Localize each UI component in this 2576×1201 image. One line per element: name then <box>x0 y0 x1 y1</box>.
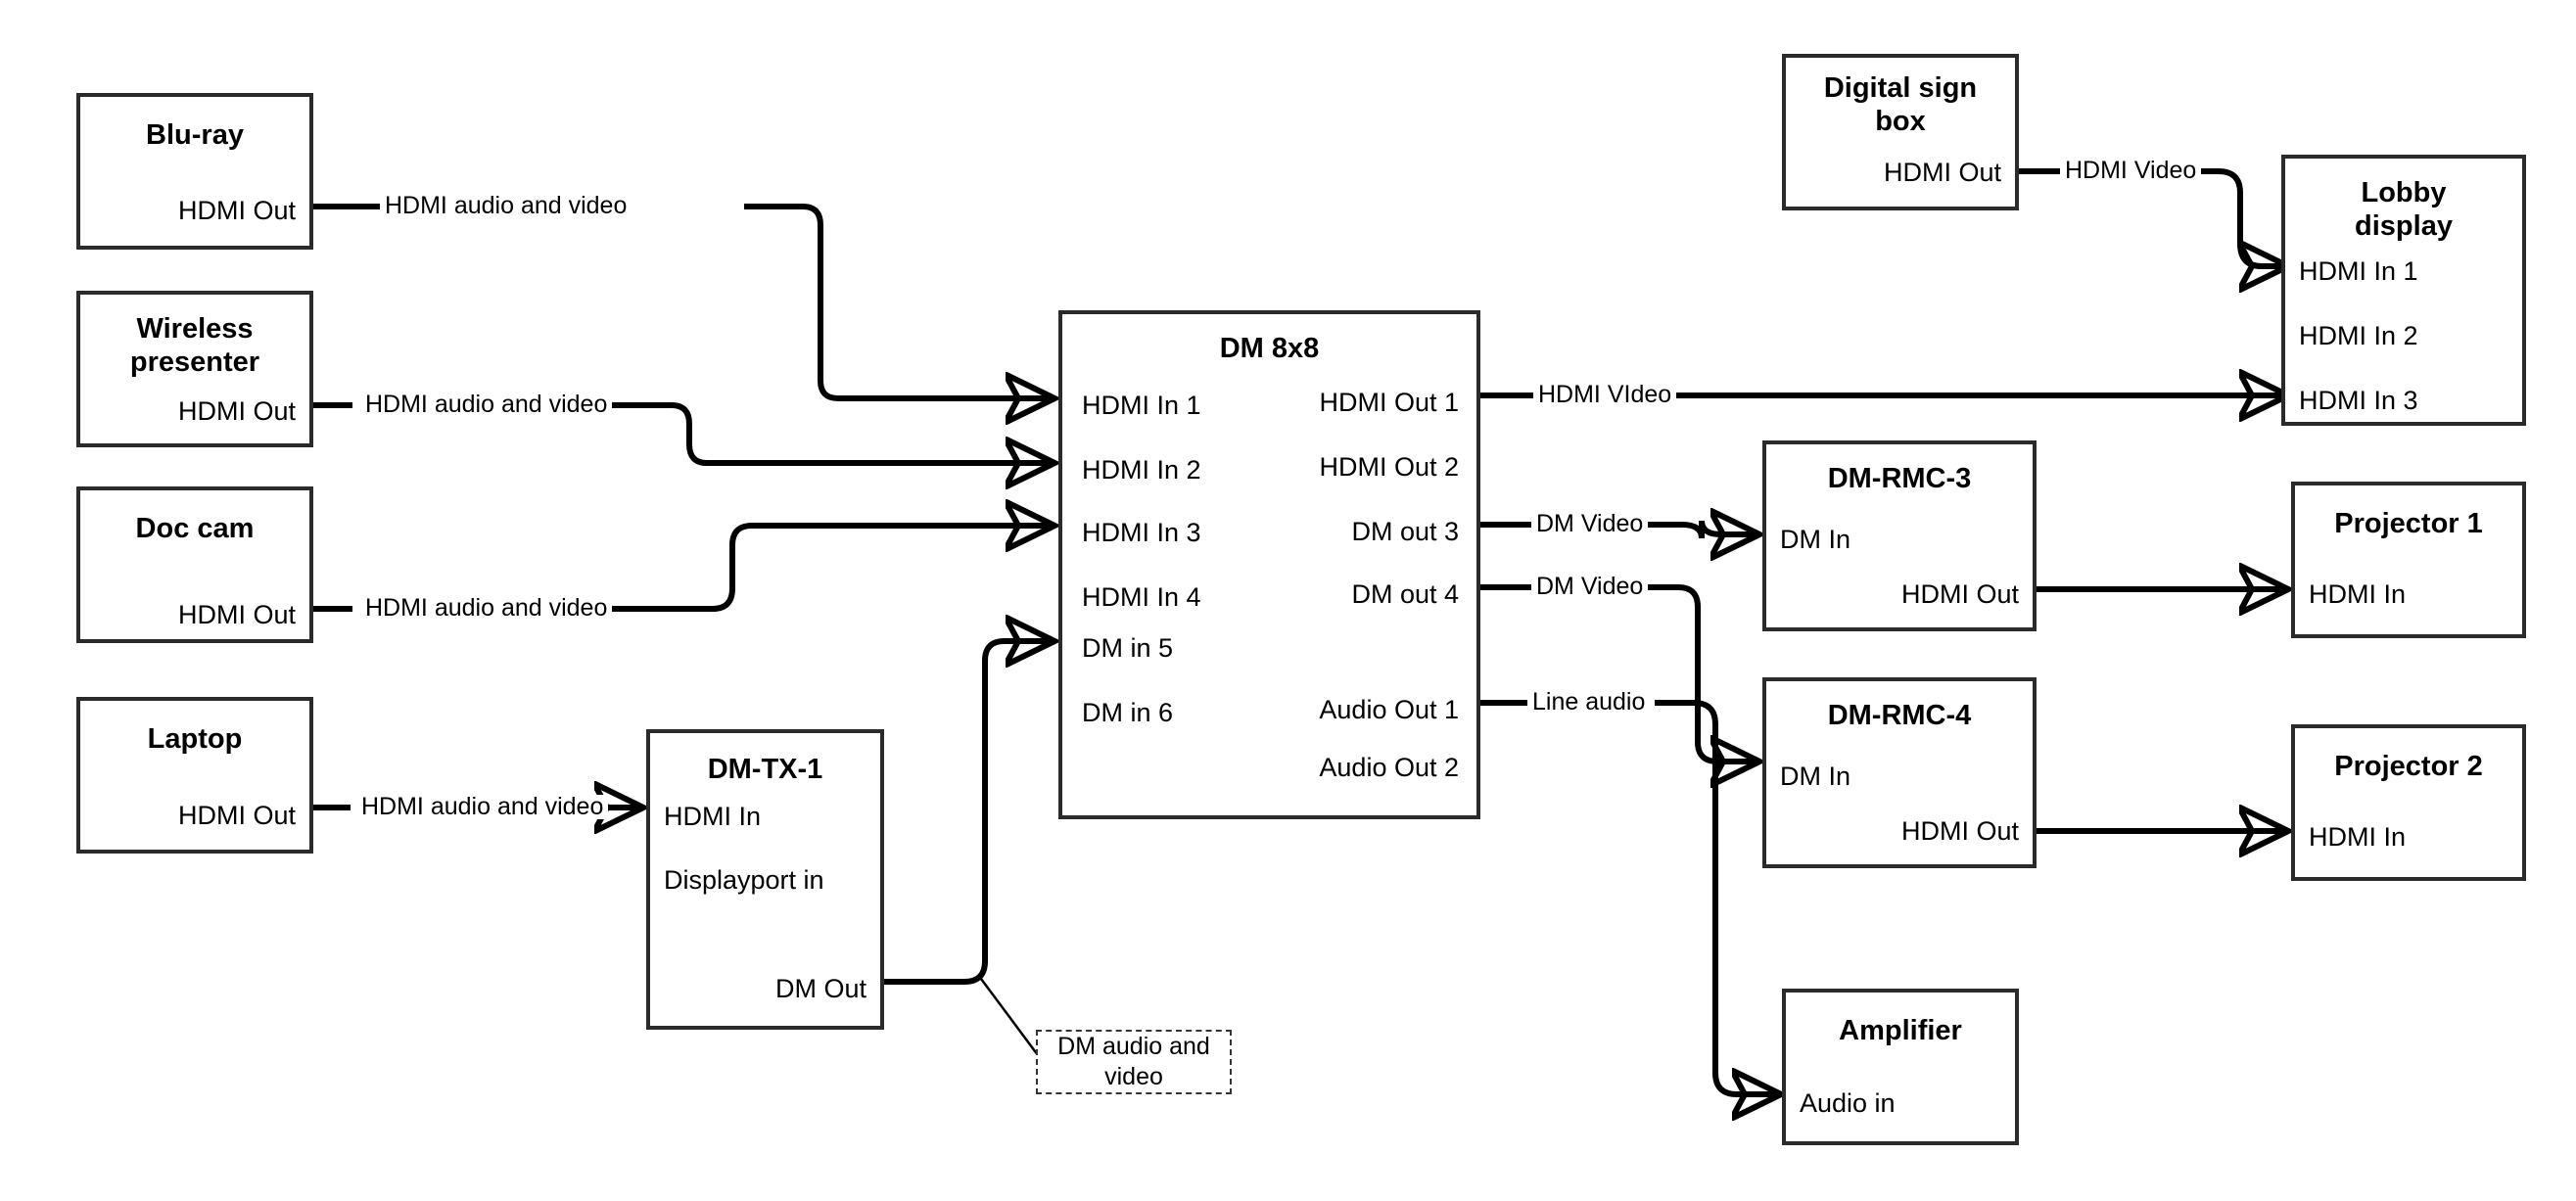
projector-1-hdmi-in-port: HDMI In <box>2309 579 2407 609</box>
projector-1-title: Projector 1 <box>2334 508 2483 539</box>
lobby-display-hdmi-in-2: HDMI In 2 <box>2299 321 2418 350</box>
dm-8x8-output-audio-out-2: Audio Out 2 <box>1319 753 1459 782</box>
doc-cam-hdmi-out-port: HDMI Out <box>177 600 296 629</box>
device-projector-2[interactable]: Projector 2 HDMI In <box>2291 724 2526 881</box>
dm-tx-1-displayport-in-port: Displayport in <box>664 865 824 895</box>
dm-rmc-3-dm-in-port: DM In <box>1780 525 1851 554</box>
label-doccam-to-in3: HDMI audio and video <box>360 596 613 621</box>
dm-rmc-4-hdmi-out-port: HDMI Out <box>1900 816 2019 846</box>
device-dm-tx-1[interactable]: DM-TX-1 HDMI In Displayport in DM Out <box>646 729 884 1030</box>
label-dmout3-to-rmc3: DM Video <box>1531 512 1649 536</box>
wire-dmtx-dmout-to-dm-in-5 <box>884 641 1048 985</box>
device-wireless-presenter[interactable]: Wireless presenter HDMI Out <box>76 291 313 447</box>
wireless-presenter-title-line1: Wireless <box>136 313 254 345</box>
dm-rmc-4-dm-in-port: DM In <box>1780 762 1851 791</box>
label-audioout1-to-amp: Line audio <box>1527 690 1651 715</box>
doc-cam-title: Doc cam <box>135 513 255 544</box>
dm-8x8-output-audio-out-1: Audio Out 1 <box>1319 695 1459 724</box>
projector-2-hdmi-in-port: HDMI In <box>2309 822 2407 852</box>
wire-dmout4-to-rmc4-dm-in <box>1480 584 1753 762</box>
lobby-display-title-line1: Lobby <box>2361 177 2447 208</box>
device-doc-cam[interactable]: Doc cam HDMI Out <box>76 486 313 643</box>
callout-leader-line <box>979 978 1040 1056</box>
device-laptop[interactable]: Laptop HDMI Out <box>76 697 313 854</box>
device-dm-rmc-4[interactable]: DM-RMC-4 DM In HDMI Out <box>1762 677 2037 868</box>
wireless-presenter-hdmi-out-port: HDMI Out <box>177 396 296 426</box>
device-bluray[interactable]: Blu-ray HDMI Out <box>76 93 313 250</box>
dm-8x8-input-dm-in-5: DM in 5 <box>1082 633 1174 663</box>
dm-8x8-title: DM 8x8 <box>1219 333 1320 364</box>
device-dm-8x8[interactable]: DM 8x8 HDMI In 1 HDMI In 2 HDMI In 3 HDM… <box>1058 310 1480 819</box>
wire-audioout1-to-amplifier <box>1480 700 1774 1094</box>
dm-8x8-output-hdmi-out-1: HDMI Out 1 <box>1319 388 1459 417</box>
device-lobby-display[interactable]: Lobby display HDMI In 1 HDMI In 2 HDMI I… <box>2281 155 2526 426</box>
dm-8x8-output-dm-out-3: DM out 3 <box>1351 517 1459 546</box>
label-bluray-to-in1: HDMI audio and video <box>380 194 632 218</box>
dm-8x8-input-hdmi-in-3: HDMI In 3 <box>1082 518 1201 547</box>
lobby-display-title-line2: display <box>2355 210 2453 242</box>
bluray-hdmi-out-port: HDMI Out <box>177 196 296 225</box>
dm-8x8-input-hdmi-in-4: HDMI In 4 <box>1082 582 1201 612</box>
laptop-title: Laptop <box>147 723 243 755</box>
label-laptop-to-dmtx: HDMI audio and video <box>356 795 609 819</box>
dm-rmc-4-title: DM-RMC-4 <box>1827 700 1972 731</box>
label-wireless-to-in2: HDMI audio and video <box>360 393 613 417</box>
dm-tx-1-hdmi-in-port: HDMI In <box>664 802 762 831</box>
lobby-display-hdmi-in-3: HDMI In 3 <box>2299 386 2418 415</box>
bluray-title: Blu-ray <box>146 119 244 151</box>
digital-sign-box-hdmi-out-port: HDMI Out <box>1883 158 2001 187</box>
device-projector-1[interactable]: Projector 1 HDMI In <box>2291 482 2526 638</box>
device-dm-rmc-3[interactable]: DM-RMC-3 DM In HDMI Out <box>1762 440 2037 631</box>
wire-signbox-to-lobby-hdmi-in-1 <box>2019 168 2281 266</box>
dm-rmc-3-hdmi-out-port: HDMI Out <box>1900 579 2019 609</box>
label-dmout4-to-rmc4: DM Video <box>1531 575 1649 599</box>
amplifier-title: Amplifier <box>1839 1015 1962 1046</box>
laptop-hdmi-out-port: HDMI Out <box>177 801 296 830</box>
digital-sign-box-title-line1: Digital sign <box>1823 72 1978 104</box>
lobby-display-hdmi-in-1: HDMI In 1 <box>2299 256 2418 286</box>
amplifier-audio-in-port: Audio in <box>1800 1088 1896 1118</box>
dm-8x8-input-hdmi-in-1: HDMI In 1 <box>1082 391 1201 420</box>
device-digital-sign-box[interactable]: Digital sign box HDMI Out <box>1782 54 2019 210</box>
label-hdmiout1-to-lobby: HDMI VIdeo <box>1533 383 1677 407</box>
dm-8x8-input-dm-in-6: DM in 6 <box>1082 698 1174 727</box>
dm-8x8-output-hdmi-out-2: HDMI Out 2 <box>1319 452 1459 482</box>
dm-tx-1-dm-out-port: DM Out <box>774 974 866 1003</box>
digital-sign-box-title-line2: box <box>1875 106 1926 137</box>
device-amplifier[interactable]: Amplifier Audio in <box>1782 989 2019 1145</box>
dm-tx-1-title: DM-TX-1 <box>707 754 823 785</box>
projector-2-title: Projector 2 <box>2334 751 2483 782</box>
wireless-presenter-title-line2: presenter <box>129 346 260 378</box>
wire-bluray-to-hdmi-in-1 <box>313 204 1048 398</box>
callout-dm-audio-and-video: DM audio and video <box>1036 1030 1232 1094</box>
dm-8x8-output-dm-out-4: DM out 4 <box>1351 579 1459 609</box>
label-signbox-to-lobby: HDMI Video <box>2060 159 2202 183</box>
dm-8x8-input-hdmi-in-2: HDMI In 2 <box>1082 455 1201 485</box>
dm-rmc-3-title: DM-RMC-3 <box>1827 463 1972 494</box>
